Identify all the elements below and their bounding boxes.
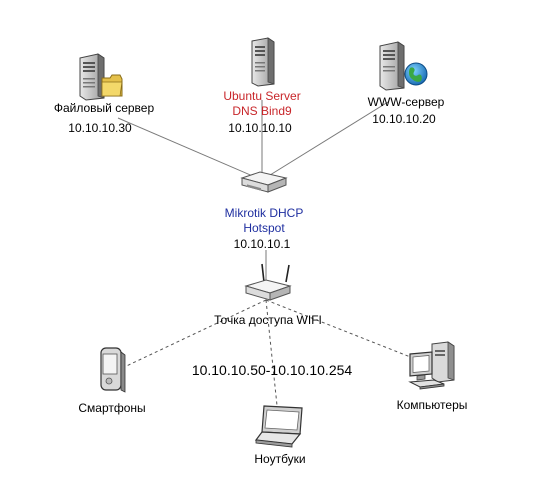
- desktop-computer-icon: [404, 340, 462, 399]
- link-ap-computers: [265, 299, 419, 361]
- link-file-server-router: [117, 117, 263, 181]
- file-server-ip: 10.10.10.30: [68, 121, 132, 135]
- router-icon: [238, 168, 290, 201]
- smartphones-label: Смартфоны: [78, 401, 146, 415]
- tower-server-icon: [246, 36, 280, 93]
- link-ap-laptops: [265, 299, 279, 416]
- smartphone-icon: [96, 346, 130, 401]
- router-name-line1: Mikrotik DHCP: [224, 206, 304, 220]
- router-ip: 10.10.10.1: [233, 237, 291, 251]
- dns-server-name-line2: DNS Bind9: [232, 104, 292, 118]
- link-web-server-router: [261, 101, 389, 181]
- dns-server-name-line1: Ubuntu Server: [223, 89, 301, 103]
- dns-server-ip: 10.10.10.10: [228, 121, 292, 135]
- ip-range-label: 10.10.10.50-10.10.10.254: [191, 362, 353, 378]
- link-ap-smartphones: [117, 299, 267, 371]
- file-server-icon: [74, 52, 126, 107]
- web-server-ip: 10.10.10.20: [372, 112, 436, 126]
- access-point-name: Точка доступа WIFI: [214, 313, 322, 327]
- wifi-access-point-icon: [242, 262, 294, 309]
- computers-label: Компьютеры: [396, 398, 468, 412]
- file-server-name: Файловый сервер: [53, 101, 155, 115]
- web-server-icon: [374, 40, 430, 97]
- laptop-icon: [254, 404, 308, 455]
- router-name-line2: Hotspot: [243, 221, 285, 235]
- web-server-name: WWW-сервер: [367, 95, 445, 109]
- laptops-label: Ноутбуки: [254, 452, 306, 466]
